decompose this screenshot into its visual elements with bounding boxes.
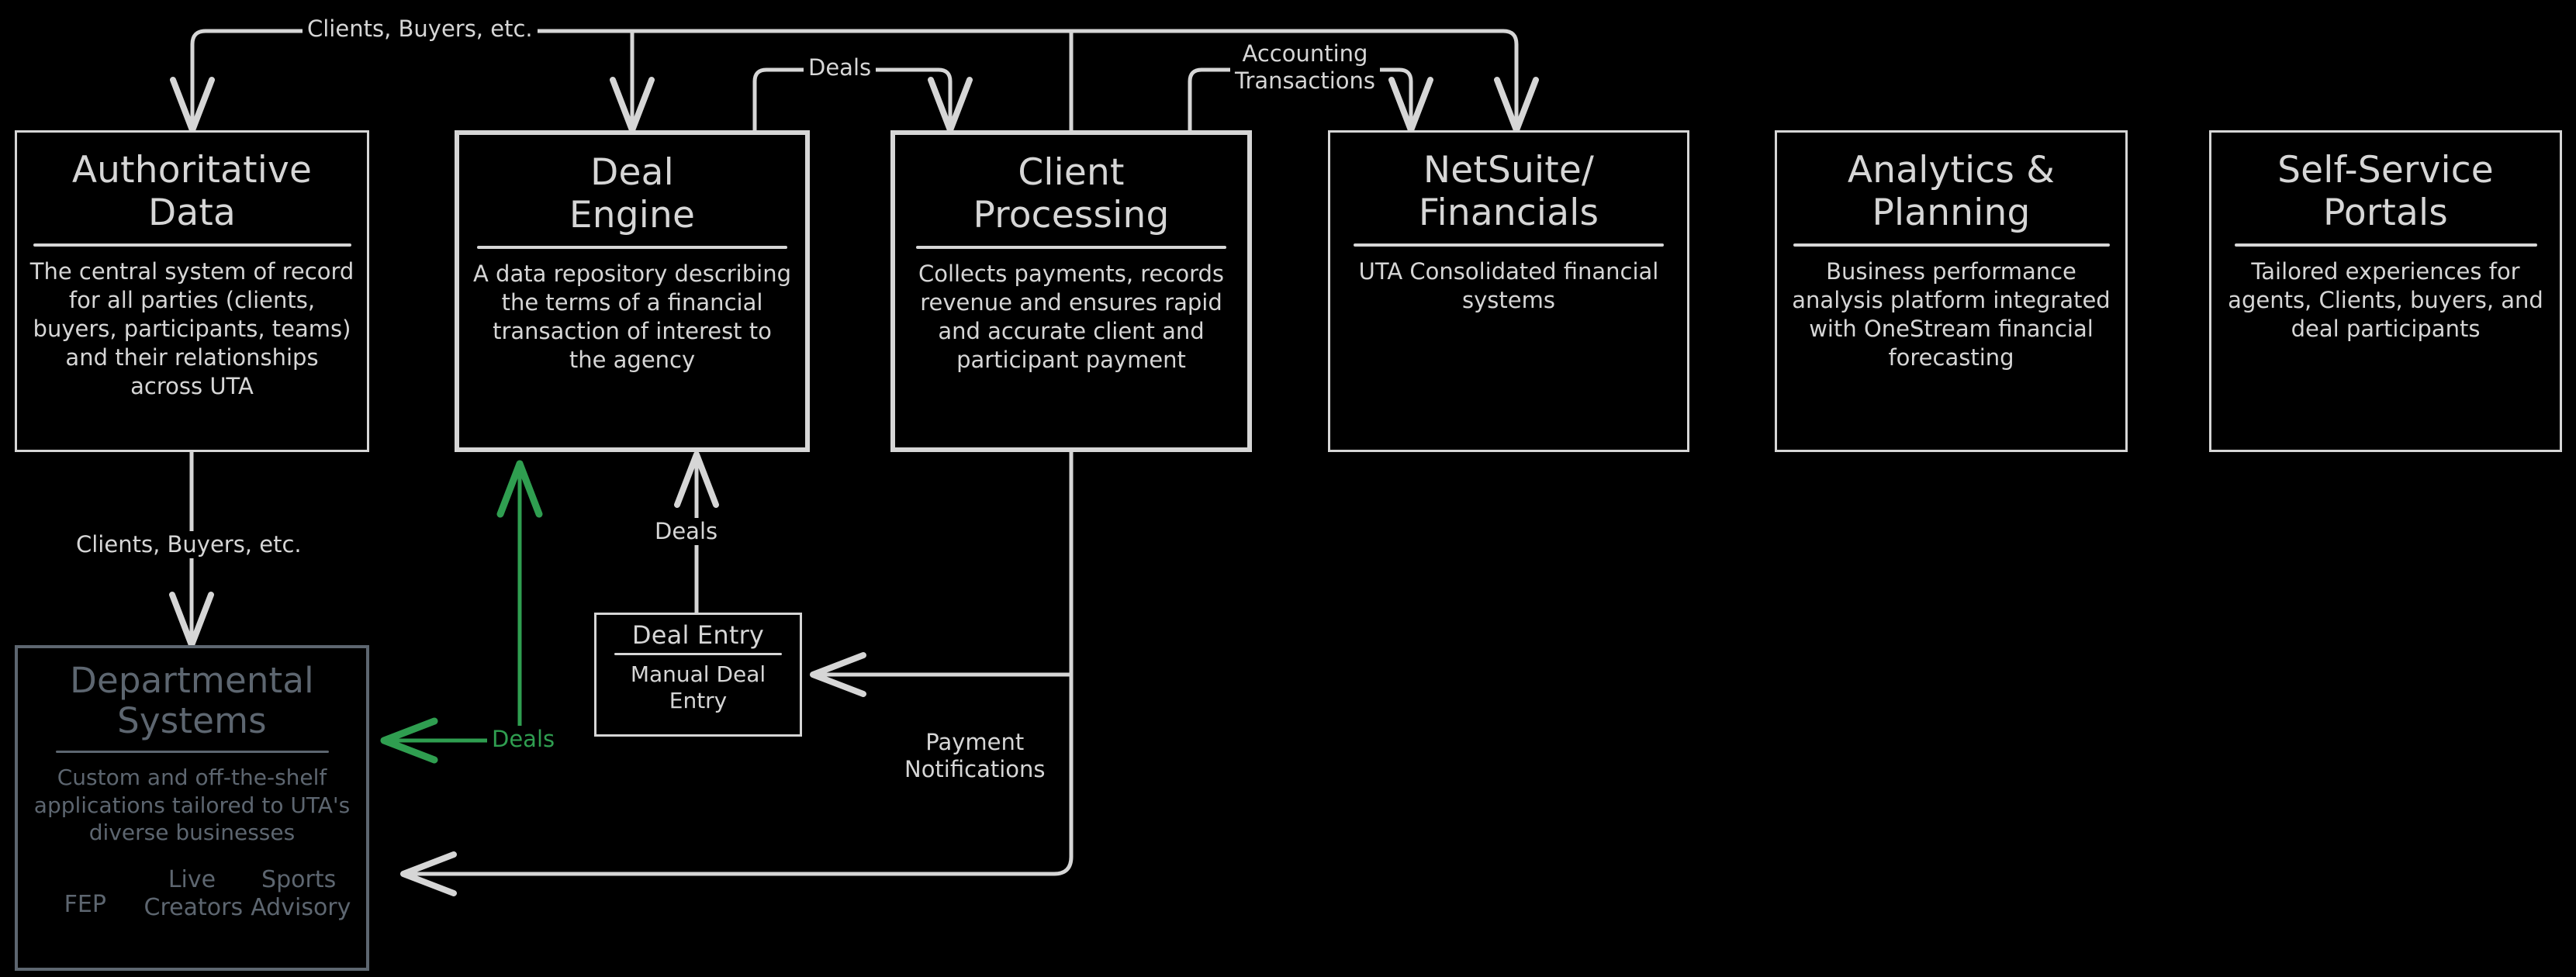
node-divider: [33, 243, 351, 247]
departmental-tag: FEP: [64, 891, 106, 919]
node-deal-entry[interactable]: Deal Entry Manual Deal Entry: [594, 613, 802, 737]
edge-label-deals-entry: Deals: [650, 518, 723, 546]
node-description: The central system of record for all par…: [29, 258, 354, 400]
edge-client-processing-to-deal-entry: [810, 450, 1074, 697]
node-description: A data repository describing the terms o…: [473, 261, 791, 374]
node-divider: [477, 246, 787, 250]
node-title: NetSuite/Financials: [1418, 149, 1599, 234]
node-description: UTA Consolidated financial systems: [1358, 258, 1659, 314]
node-divider: [916, 246, 1226, 250]
node-divider: [55, 751, 329, 754]
node-title: Deal Entry: [631, 620, 765, 650]
node-divider: [614, 653, 782, 656]
node-description: Business performance analysis platform i…: [1792, 258, 2111, 371]
node-description: Custom and off-the-shelf applications ta…: [33, 765, 351, 845]
edge-label-deals-green: Deals: [487, 726, 560, 754]
node-netsuite-financials[interactable]: NetSuite/Financials UTA Consolidated fin…: [1328, 130, 1689, 452]
node-title: Analytics &Planning: [1847, 149, 2056, 234]
node-divider: [1354, 243, 1664, 247]
edge-label-deals-top: Deals: [804, 54, 877, 82]
node-description: Collects payments, records revenue and e…: [918, 261, 1225, 374]
edge-label-clients-buyers-left: Clients, Buyers, etc.: [71, 531, 306, 559]
node-divider: [1793, 243, 2110, 247]
node-description: Manual Deal Entry: [630, 661, 766, 714]
node-divider: [2234, 243, 2537, 247]
node-description: Tailored experiences for agents, Clients…: [2228, 258, 2543, 343]
edge-label-clients-buyers-top: Clients, Buyers, etc.: [303, 16, 538, 43]
edge-client-processing-to-authoritative-data: [170, 29, 1074, 133]
node-analytics-planning[interactable]: Analytics &Planning Business performance…: [1775, 130, 2128, 452]
